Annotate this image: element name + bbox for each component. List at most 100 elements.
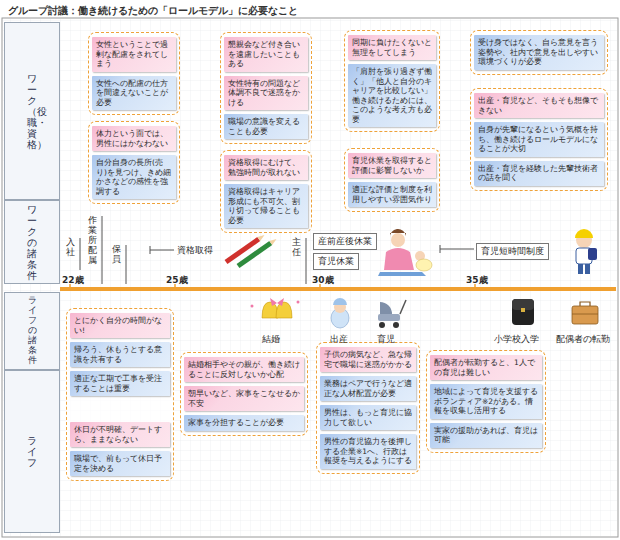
- node-text: ワーク（役職・資格）: [27, 73, 37, 150]
- row-header: ライフの諸条件: [4, 292, 60, 370]
- event-label: 作業所配属: [88, 216, 97, 265]
- note-group: 体力という面では、男性にはかなわない自分自身の長所(売り)を見つけ、きめ細かさな…: [88, 121, 180, 204]
- node-text: 帰ろう、休もうとする意識を共有する: [74, 345, 166, 364]
- node-text: 配偶者が転勤すると、1人での育児は難しい: [434, 358, 538, 377]
- node-text: 男性の育児協力を後押しする企業※1へ、行政は報奨を与えるようにする: [324, 437, 412, 466]
- node-text: 職場の意識を変えることも必要: [228, 117, 304, 136]
- node-text: 受け身ではなく、自ら意見を言う姿勢や、社内で意見を出しやすい環境づくりが必要: [478, 38, 600, 67]
- note-group: 女性ということで過剰な配慮をされてしまう女性への配慮の仕方を間違えないことが必要: [88, 32, 180, 115]
- sticky-note: 体力という面では、男性にはかなわない: [92, 126, 176, 151]
- node-text: 朝早いなど、家事をこなせるか不安: [188, 389, 300, 408]
- node-text: 出産・育児を経験した先輩技術者の話を聞く: [478, 164, 600, 183]
- school-bag-icon: [512, 299, 534, 325]
- sticky-note: 休日が不明確、デートすら、ままならない: [70, 422, 170, 447]
- sticky-note: 子供の病気など、急な帰宅で職場に迷惑がかかる: [320, 347, 416, 372]
- node-text: 資格取得はキャリア形成にも不可欠、割り切って帰ることも必要: [228, 187, 304, 225]
- age-label: 25歳: [166, 274, 188, 287]
- node-text: 女性ということで過剰な配慮をされてしまう: [96, 40, 172, 69]
- note-group: 育児休業を取得すると評価に影響しないか適正な評価と制度を利用しやすい雰囲気作り: [344, 148, 440, 212]
- wedding-bells-icon: [251, 298, 300, 318]
- sticky-note: 帰ろう、休もうとする意識を共有する: [70, 342, 170, 367]
- age-label: 22歳: [62, 274, 84, 287]
- note-group: 結婚相手やその親が、働き続けることに反対しないか心配朝早いなど、家事をこなせるか…: [180, 352, 308, 436]
- node-text: 実家の援助があれば、育児は可能: [434, 426, 538, 445]
- sticky-note: 女性特有の問題など体調不良で迷惑をかける: [224, 76, 308, 111]
- note-group: 受け身ではなく、自ら意見を言う姿勢や、社内で意見を出しやすい環境づくりが必要: [470, 30, 608, 75]
- timeline-bar: [60, 287, 616, 291]
- node-text: 男性は、もっと育児に協力して欲しい: [324, 408, 412, 427]
- node-text: 子供の病気など、急な帰宅で職場に迷惑がかかる: [324, 350, 412, 369]
- sticky-note: 適正な評価と制度を利用しやすい雰囲気作り: [348, 182, 436, 207]
- sticky-note: 女性ということで過剰な配慮をされてしまう: [92, 37, 176, 72]
- sticky-note: 配偶者が転勤すると、1人での育児は難しい: [430, 355, 542, 380]
- age-label: 30歳: [312, 274, 334, 287]
- sticky-note: 地域によって育児を支援するボランティア※2がある。情報を収集し活用する: [430, 384, 542, 419]
- note-group: 出産・育児など、そもそも想像できない自身が先輩になるという気概を持ち、働き続ける…: [470, 88, 608, 191]
- node-text: 女性特有の問題など体調不良で迷惑をかける: [228, 79, 304, 108]
- node-text: 自分自身の長所(売り)を見つけ、きめ細かさなどの感性を強調する: [96, 158, 172, 196]
- node-text: 同期に負けたくないと無理をしてしまう: [352, 38, 432, 57]
- timeline-ticks: [70, 284, 475, 287]
- pencil-icon: [225, 233, 278, 268]
- node-text: 家事を分担することが必要: [188, 418, 300, 428]
- sticky-note: 適正な工期で工事を受注することは重要: [70, 371, 170, 396]
- node-text: ライフの諸条件: [28, 296, 37, 365]
- event-label: 配偶者の転勤: [556, 333, 610, 346]
- node-text: 休日が不明確、デートすら、ままならない: [74, 425, 166, 444]
- sticky-note: 受け身ではなく、自ら意見を言う姿勢や、社内で意見を出しやすい環境づくりが必要: [474, 35, 604, 70]
- sticky-note: 出産・育児など、そもそも想像できない: [474, 93, 604, 118]
- sticky-note: 資格取得にむけて、勉強時間が取れない: [224, 155, 308, 180]
- frame: [2, 18, 618, 537]
- sticky-note: とにかく自分の時間がない!: [70, 313, 170, 338]
- row-header: ワーク（役職・資格）: [4, 22, 60, 200]
- sticky-note: 女性への配慮の仕方を間違えないことが必要: [92, 76, 176, 111]
- event-label: 育児: [377, 333, 395, 346]
- node-text: 地域によって育児を支援するボランティア※2がある。情報を収集し活用する: [434, 387, 538, 416]
- event-label: 産前産後休業: [313, 233, 377, 250]
- sticky-note: 出産・育児を経験した先輩技術者の話を聞く: [474, 161, 604, 186]
- age-label: 35歳: [466, 274, 488, 287]
- node-text: とにかく自分の時間がない!: [74, 316, 166, 335]
- node-text: 資格取得にむけて、勉強時間が取れない: [228, 158, 304, 177]
- node-text: 女性への配慮の仕方を間違えないことが必要: [96, 79, 172, 108]
- stroller-icon: [378, 300, 406, 328]
- note-group: 同期に負けたくないと無理をしてしまう「肩肘を張り過ぎず働く」「他人と自分のキャリ…: [344, 30, 440, 132]
- sticky-note: 同期に負けたくないと無理をしてしまう: [348, 35, 436, 60]
- event-label: 育児短時間制度: [476, 243, 549, 260]
- node-text: ライフ: [27, 435, 37, 468]
- event-label: 出産: [330, 333, 348, 346]
- node-text: 結婚相手やその親が、働き続けることに反対しないか心配: [188, 360, 300, 379]
- sticky-note: 結婚相手やその親が、働き続けることに反対しないか心配: [184, 357, 304, 382]
- row-header: ライフ: [4, 370, 60, 533]
- sticky-note: 資格取得はキャリア形成にも不可欠、割り切って帰ることも必要: [224, 184, 308, 228]
- node-text: 「肩肘を張り過ぎず働く」「他人と自分のキャリアを比較しない」働き続けるためには、…: [352, 67, 432, 124]
- note-group: 配偶者が転勤すると、1人での育児は難しい地域によって育児を支援するボランティア※…: [426, 350, 546, 453]
- row-header: ワークの諸条件: [4, 200, 60, 284]
- event-label: 結婚: [262, 333, 280, 346]
- sticky-note: 業務はペアで行うなど適正な人材配置が必要: [320, 376, 416, 401]
- event-label: 主任: [292, 238, 301, 258]
- sticky-note: 職場で、前もって休日予定を決める: [70, 451, 170, 476]
- node-text: ワークの諸条件: [27, 204, 37, 281]
- node-text: 出産・育児など、そもそも想像できない: [478, 96, 600, 115]
- sticky-note: 男性は、もっと育児に協力して欲しい: [320, 405, 416, 430]
- event-label: 資格取得: [177, 244, 213, 257]
- sticky-note: 懇親会など付き合いを遠慮したいこともある: [224, 37, 308, 72]
- diagram-title: グループ討議：働き続けるための「ロールモデル」に必要なこと: [8, 4, 298, 18]
- node-text: 懇親会など付き合いを遠慮したいこともある: [228, 40, 304, 69]
- node-text: 育児休業を取得すると評価に影響しないか: [352, 156, 432, 175]
- grid-paper: [3, 19, 617, 536]
- node-text: 適正な工期で工事を受注することは重要: [74, 374, 166, 393]
- event-label: 保員: [112, 245, 121, 265]
- baby-icon: [331, 298, 349, 328]
- sticky-note: 家事を分担することが必要: [184, 415, 304, 431]
- sticky-note: 朝早いなど、家事をこなせるか不安: [184, 386, 304, 411]
- note-group: 懇親会など付き合いを遠慮したいこともある女性特有の問題など体調不良で迷惑をかける…: [220, 32, 312, 144]
- transfer-icon: [572, 302, 598, 324]
- node-text: 自身が先輩になるという気概を持ち、働き続けるロールモデルになることが大切: [478, 125, 600, 154]
- note-group: 資格取得にむけて、勉強時間が取れない資格取得はキャリア形成にも不可欠、割り切って…: [220, 150, 312, 233]
- sticky-note: 実家の援助があれば、育児は可能: [430, 423, 542, 448]
- mother-baby-icon: [378, 229, 432, 276]
- event-label: 入社: [66, 238, 75, 258]
